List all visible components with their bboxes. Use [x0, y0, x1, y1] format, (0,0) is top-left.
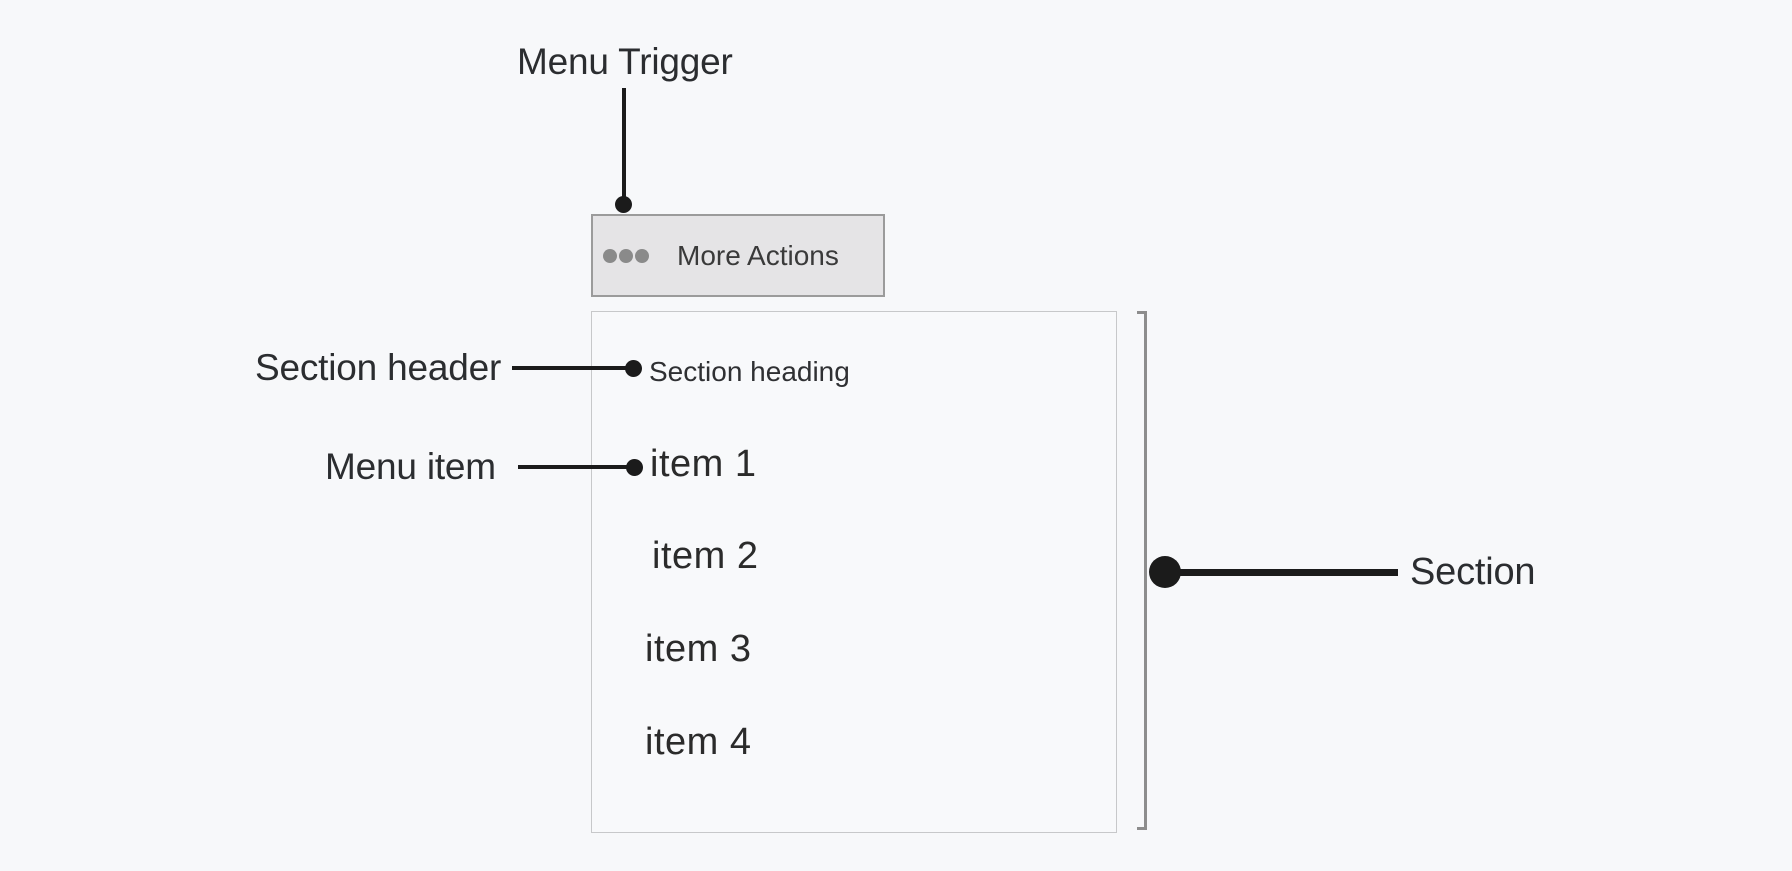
section-header-connector-line	[512, 366, 628, 370]
menu-item-3[interactable]: item 3	[645, 628, 752, 670]
section-connector-line	[1175, 569, 1398, 576]
menu-item-connector-line	[518, 465, 630, 469]
section-bracket	[1137, 311, 1147, 830]
menu-item-connector-dot	[626, 459, 643, 476]
section-header-label: Section header	[255, 347, 502, 388]
ellipsis-dot	[619, 248, 633, 263]
more-actions-button[interactable]: More Actions	[591, 214, 885, 297]
menu-item-label: Menu item	[325, 446, 496, 487]
menu-item-2[interactable]: item 2	[652, 535, 759, 577]
menu-item-1[interactable]: item 1	[650, 443, 757, 485]
menu-trigger-label: Menu Trigger	[517, 41, 733, 82]
section-heading: Section heading	[649, 356, 850, 387]
ellipsis-icon	[603, 248, 649, 263]
more-actions-button-label: More Actions	[677, 239, 839, 271]
menu-trigger-connector-line	[622, 88, 626, 198]
section-label: Section	[1410, 551, 1536, 593]
menu-item-4[interactable]: item 4	[645, 721, 752, 763]
ellipsis-dot	[635, 248, 649, 263]
menu-panel: Section heading item 1 item 2 item 3 ite…	[591, 311, 1117, 833]
menu-trigger-connector-dot	[615, 196, 632, 213]
section-header-connector-dot	[625, 360, 642, 377]
ellipsis-dot	[603, 248, 617, 263]
